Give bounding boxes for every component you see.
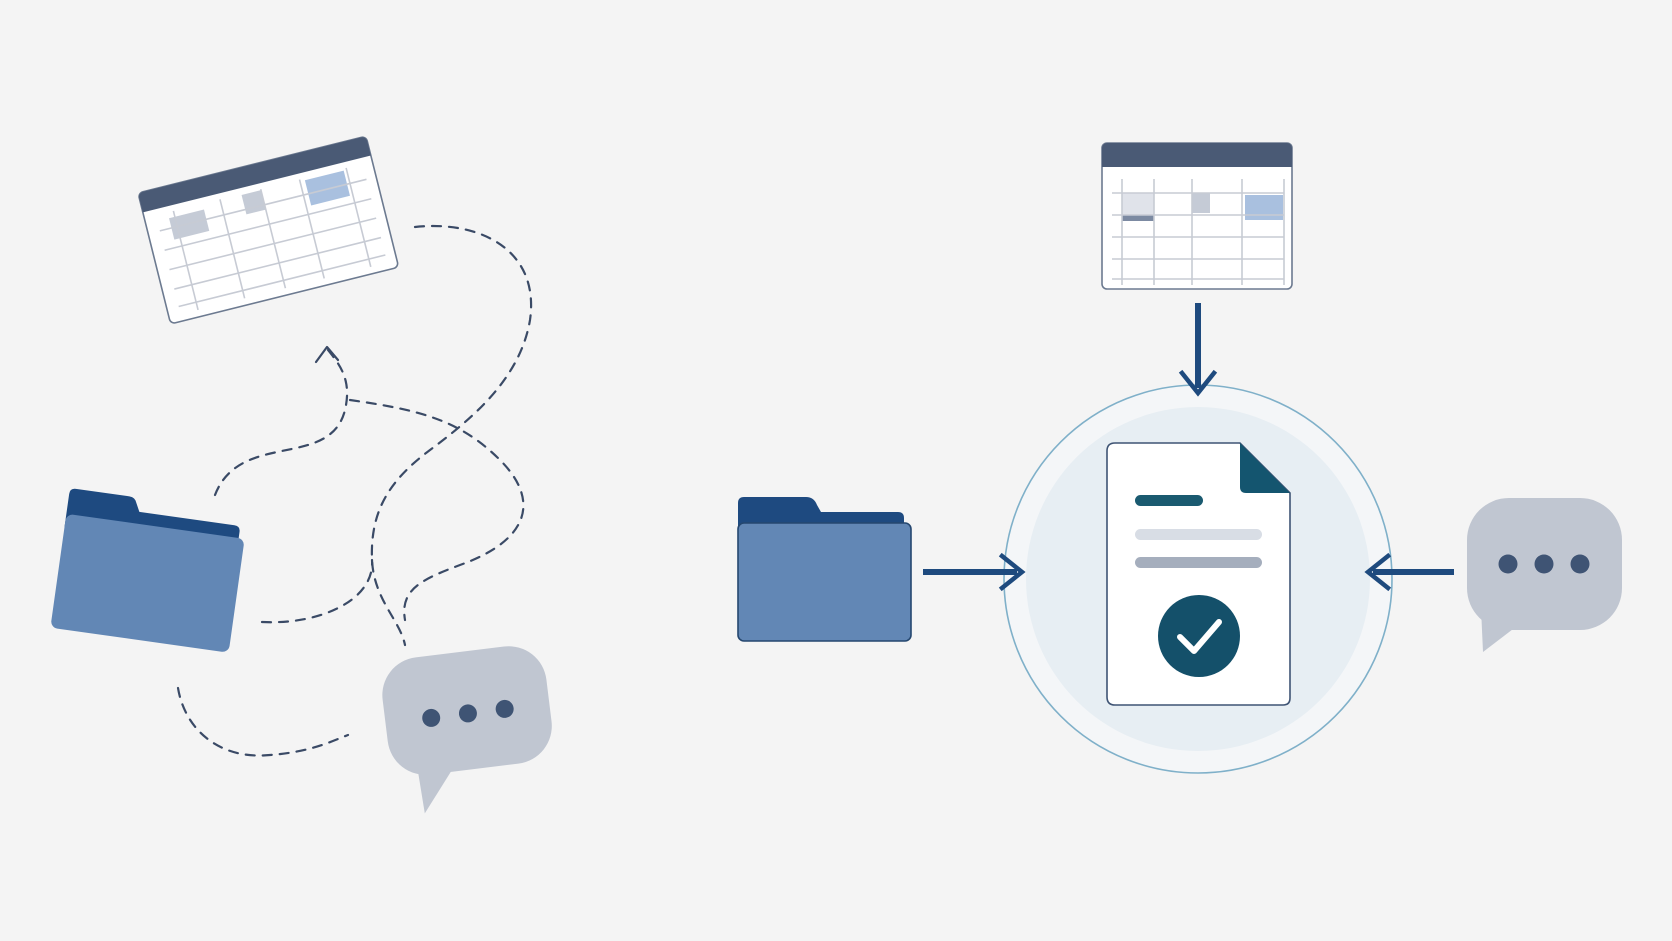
hub-folder-icon bbox=[737, 497, 912, 642]
dashed-path-calendar-loop bbox=[370, 224, 533, 647]
dashed-arrowhead bbox=[314, 345, 340, 364]
document-line bbox=[1135, 495, 1203, 506]
arrow-calendar-to-hub bbox=[1178, 303, 1218, 397]
chat-dot-icon bbox=[458, 704, 477, 723]
chat-dot-icon bbox=[1570, 554, 1590, 574]
chat-dot-icon bbox=[495, 699, 514, 718]
scattered-folder-icon bbox=[51, 488, 244, 652]
scattered-side bbox=[51, 136, 552, 814]
hub-chat-bubble-icon bbox=[1467, 498, 1622, 652]
chat-dot-icon bbox=[422, 708, 441, 727]
consolidated-side bbox=[737, 142, 1622, 774]
hub-document-check-icon bbox=[1106, 442, 1291, 706]
arrow-chat-to-hub bbox=[1364, 552, 1454, 592]
arrow-folder-to-hub bbox=[923, 552, 1026, 592]
dashed-path-folder-to-calendar bbox=[213, 348, 349, 497]
dashed-path-crossing bbox=[348, 398, 525, 622]
document-line bbox=[1135, 557, 1262, 568]
hub-calendar-icon bbox=[1101, 142, 1293, 290]
dashed-path-folder-to-chat bbox=[176, 686, 350, 757]
chat-dot-icon bbox=[1498, 554, 1518, 574]
document-fold-icon bbox=[1240, 443, 1290, 493]
document-line bbox=[1135, 529, 1262, 540]
scattered-calendar-icon bbox=[138, 136, 399, 324]
scattered-chat-bubble-icon bbox=[382, 646, 552, 814]
check-circle-icon bbox=[1158, 595, 1240, 677]
dashed-paths bbox=[176, 224, 533, 757]
dashed-path-folder-curve bbox=[260, 558, 374, 624]
chat-dot-icon bbox=[1534, 554, 1554, 574]
